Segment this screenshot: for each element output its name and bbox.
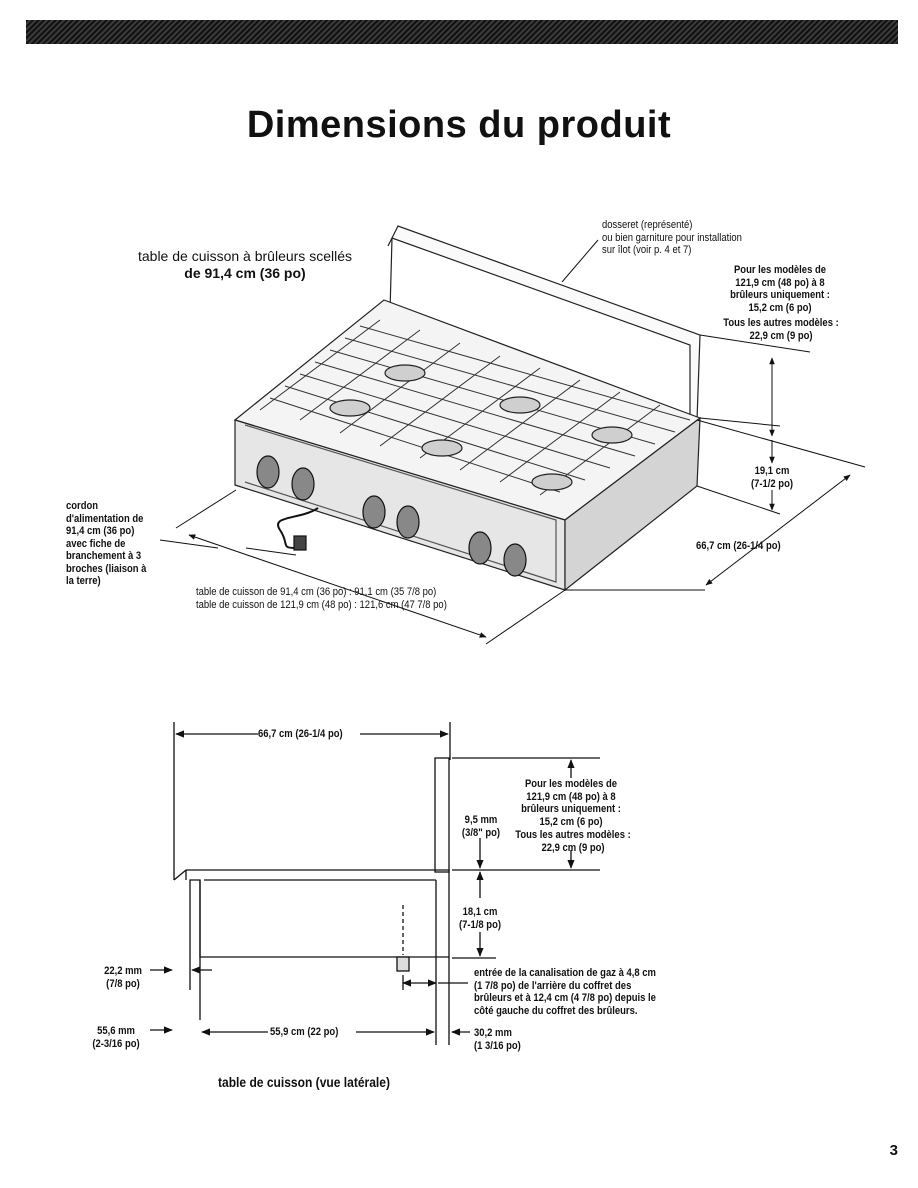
side-models48-note: Pour les modèles de 121,9 cm (48 po) à 8… xyxy=(498,778,644,828)
rear-offset-line: 30,2 mm xyxy=(474,1027,512,1039)
side-other-models-note: Tous les autres modèles : 22,9 cm (9 po) xyxy=(491,829,654,854)
other-models-line: Tous les autres modèles : xyxy=(723,317,839,329)
backguard-note-line: dosseret (représenté) xyxy=(602,219,693,231)
top-width-label: table de cuisson de 91,4 cm (36 po) : 91… xyxy=(196,586,523,611)
power-cord-note: cordon d'alimentation de 91,4 cm (36 po)… xyxy=(66,500,169,588)
height-line: 18,1 cm xyxy=(462,906,498,918)
front-lip-line: (7/8 po) xyxy=(106,977,140,990)
height-line: 19,1 cm xyxy=(754,465,790,477)
page-title: Dimensions du produit xyxy=(246,104,672,146)
gas-line: brûleurs et à 12,4 cm (4 7/8 po) depuis … xyxy=(474,992,656,1004)
other-models-line: 22,9 cm (9 po) xyxy=(749,329,813,342)
front-offset-line: (2-3/16 po) xyxy=(92,1037,140,1050)
cord-line: branchement à 3 xyxy=(66,550,142,562)
backguard-note-line: ou bien garniture pour installation xyxy=(602,231,742,244)
gas-line: (1 7/8 po) de l'arrière du coffret des xyxy=(474,979,632,992)
backguard-note-line: sur îlot (voir p. 4 et 7) xyxy=(602,244,692,256)
models48-line: 121,9 cm (48 po) à 8 xyxy=(526,790,616,803)
models48-line: Pour les modèles de xyxy=(524,778,617,790)
cord-line: cordon xyxy=(66,500,99,512)
cord-line: broches (liaison à xyxy=(66,562,147,575)
models48-line: brûleurs uniquement : xyxy=(521,803,621,815)
width-line: table de cuisson de 91,4 cm (36 po) : 91… xyxy=(196,586,437,598)
other-models-line: Tous les autres modèles : xyxy=(515,829,631,841)
side-view-caption: table de cuisson (vue latérale) xyxy=(218,1074,390,1090)
cord-line: 91,4 cm (36 po) xyxy=(66,525,135,537)
front-lip-line: 22,2 mm xyxy=(104,965,142,977)
rear-offset-label: 30,2 mm (1 3/16 po) xyxy=(474,1027,543,1052)
models48-line: Pour les modèles de xyxy=(733,264,826,276)
page-number: 3 xyxy=(889,1142,898,1159)
front-offset-label: 55,6 mm (2-3/16 po) xyxy=(85,1025,147,1050)
side-top-depth-label: 66,7 cm (26-1/4 po) xyxy=(258,728,343,740)
gas-line: entrée de la canalisation de gaz à 4,8 c… xyxy=(474,967,656,979)
top-models48-note: Pour les modèles de 121,9 cm (48 po) à 8… xyxy=(703,264,858,314)
top-view-heading-line1: table de cuisson à brûleurs scellés xyxy=(137,248,352,264)
height-line: (7-1/8 po) xyxy=(458,918,502,931)
side-height-label: 18,1 cm (7-1/8 po) xyxy=(452,906,507,931)
models48-line: 15,2 cm (6 po) xyxy=(539,815,603,828)
header-bar xyxy=(26,20,898,44)
models48-line: brûleurs uniquement : xyxy=(730,289,830,301)
gas-inlet-note: entrée de la canalisation de gaz à 4,8 c… xyxy=(474,967,698,1017)
cooktop-side-drawing xyxy=(150,722,600,1045)
top-depth-label: 66,7 cm (26-1/4 po) xyxy=(696,540,781,552)
width-line: table de cuisson de 121,9 cm (48 po) : 1… xyxy=(196,598,447,611)
top-view-heading: table de cuisson à brûleurs scellés de 9… xyxy=(120,248,370,282)
thickness-line: (3/8" po) xyxy=(461,826,501,839)
models48-line: 121,9 cm (48 po) à 8 xyxy=(735,276,825,289)
thickness-line: 9,5 mm xyxy=(464,814,498,826)
front-lip-label: 22,2 mm (7/8 po) xyxy=(98,965,148,990)
other-models-line: 22,9 cm (9 po) xyxy=(541,841,605,854)
cord-line: avec fiche de xyxy=(66,537,126,550)
box-depth-label: 55,9 cm (22 po) xyxy=(270,1026,339,1038)
front-offset-line: 55,6 mm xyxy=(97,1025,135,1037)
top-view-heading-line2: de 91,4 cm (36 po) xyxy=(184,265,306,281)
cord-line: la terre) xyxy=(66,575,101,587)
top-height-label: 19,1 cm (7-1/2 po) xyxy=(736,465,808,490)
top-other-models-note: Tous les autres modèles : 22,9 cm (9 po) xyxy=(699,317,862,342)
height-line: (7-1/2 po) xyxy=(750,477,794,490)
backguard-note: dosseret (représenté) ou bien garniture … xyxy=(602,219,808,257)
rear-offset-line: (1 3/16 po) xyxy=(474,1039,521,1052)
cord-line: d'alimentation de xyxy=(66,512,144,525)
gas-line: côté gauche du coffret des brûleurs. xyxy=(474,1004,638,1017)
side-thickness-label: 9,5 mm (3/8" po) xyxy=(456,814,506,839)
models48-line: 15,2 cm (6 po) xyxy=(748,301,812,314)
